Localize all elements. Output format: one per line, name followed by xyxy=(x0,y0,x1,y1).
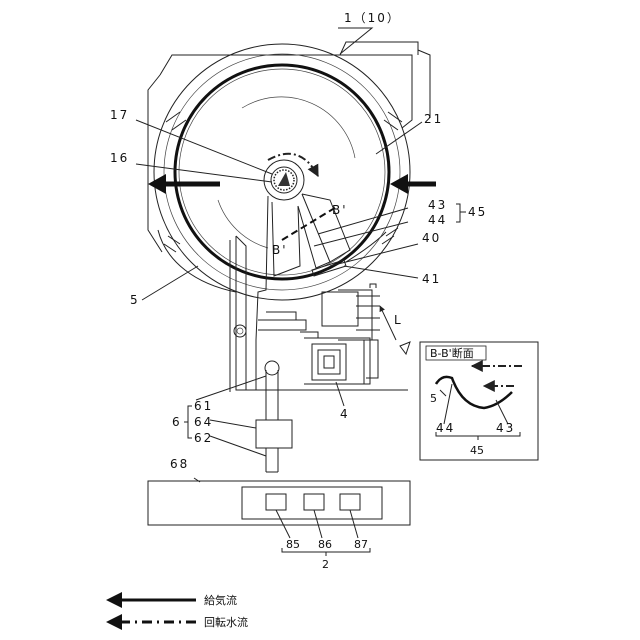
label-85: 85 xyxy=(286,538,300,551)
label-5: 5 xyxy=(130,293,140,307)
label-45: 45 xyxy=(468,205,487,219)
inset-label-43: 43 xyxy=(496,421,515,435)
label-b-lower: B' xyxy=(272,243,288,257)
inset-label-45: 45 xyxy=(470,444,484,457)
label-41: 41 xyxy=(422,272,441,286)
leader-lines xyxy=(136,28,466,556)
legend-supply-air: 給気流 xyxy=(204,593,237,607)
label-16: 16 xyxy=(110,151,129,165)
label-2: 2 xyxy=(322,558,329,571)
label-b-upper: B' xyxy=(332,203,348,217)
hub xyxy=(264,160,304,200)
label-62: 62 xyxy=(194,431,213,445)
drive-assembly xyxy=(300,284,380,384)
section-line-b xyxy=(282,206,338,240)
label-44: 44 xyxy=(428,213,447,227)
label-1-10: 1（10） xyxy=(344,11,401,25)
label-40: 40 xyxy=(422,231,441,245)
fan-casing xyxy=(154,44,410,300)
label-43: 43 xyxy=(428,198,447,212)
label-61: 61 xyxy=(194,399,213,413)
rotation-arrow xyxy=(268,154,318,176)
legend-rotating-water: 回転水流 xyxy=(204,615,248,629)
label-6: 6 xyxy=(172,415,182,429)
controller xyxy=(148,481,410,525)
label-17: 17 xyxy=(110,108,129,122)
supply-air-arrows xyxy=(148,174,436,194)
label-68: 68 xyxy=(170,457,189,471)
label-l: L xyxy=(394,313,403,327)
label-21: 21 xyxy=(424,112,443,126)
label-87: 87 xyxy=(354,538,368,551)
legend xyxy=(106,592,196,630)
inset-label-44: 44 xyxy=(436,421,455,435)
inset-label-5: 5 xyxy=(430,392,437,405)
label-64: 64 xyxy=(194,415,213,429)
inset-title: B-B'断面 xyxy=(430,346,474,360)
label-4: 4 xyxy=(340,407,350,421)
label-86: 86 xyxy=(318,538,332,551)
